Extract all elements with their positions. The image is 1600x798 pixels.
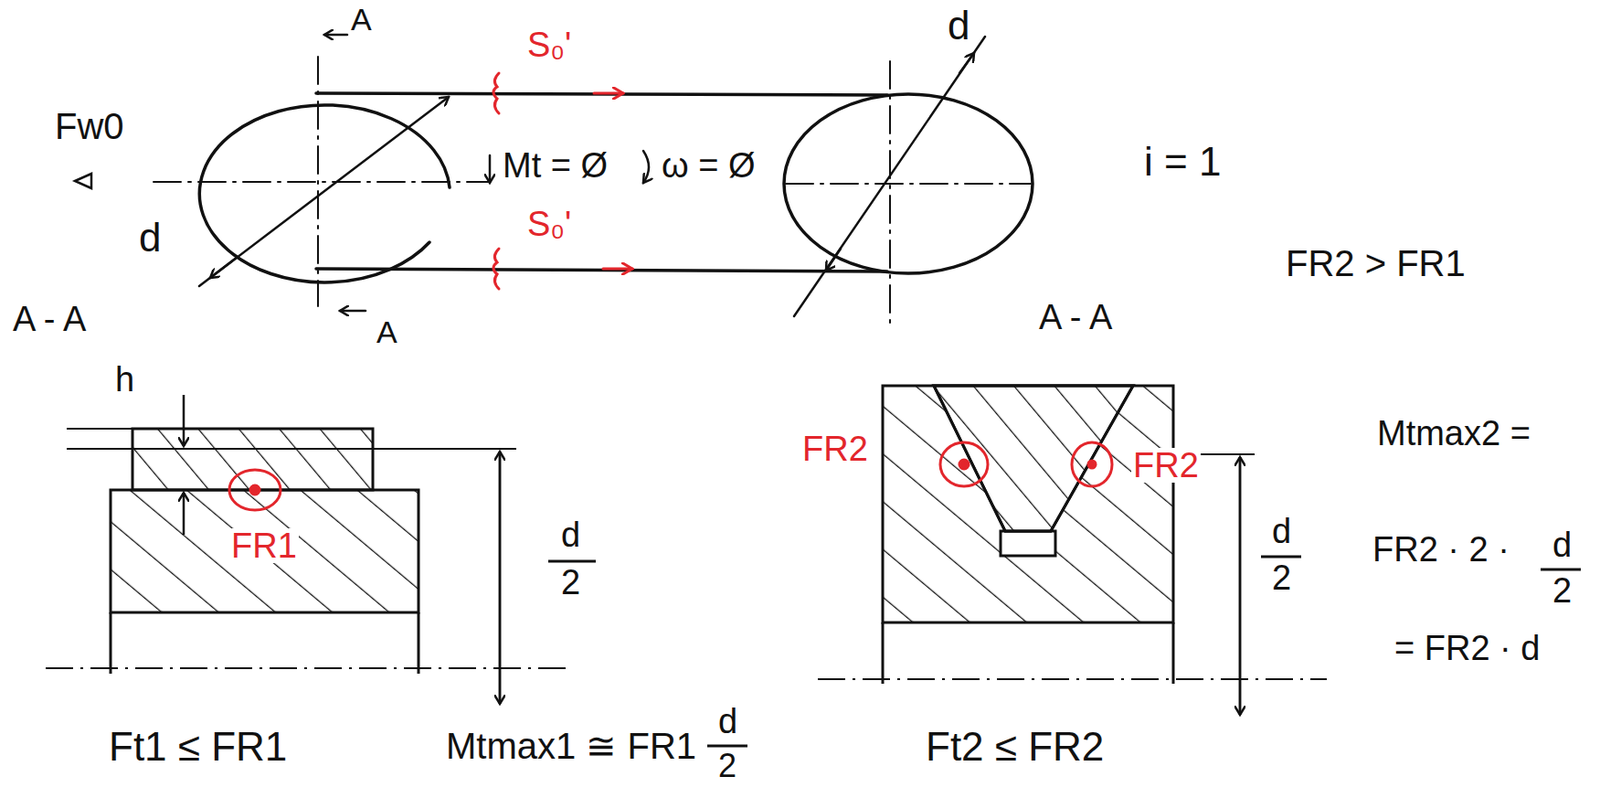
fraction-denominator: 2 [716,749,739,783]
condition-formula: Ft1 ≤ FR1 [106,726,289,767]
right-pulley [784,94,1033,274]
fraction-denominator: 2 [559,564,583,600]
friction-force: FR1 [229,528,299,563]
section-title: A - A [10,301,88,337]
friction-force: FR2 [1131,447,1201,483]
fraction-numerator: d [559,517,583,552]
force-label: Fw0 [52,107,127,145]
fraction-denominator: 2 [1550,572,1574,608]
belt-tension: S₀' [525,27,573,63]
fraction-numerator: d [1550,527,1574,562]
condition-formula: Ft2 ≤ FR2 [923,726,1106,767]
fraction-numerator: d [716,703,740,739]
left-pulley [199,105,450,283]
ratio-label: i = 1 [1142,141,1223,182]
torque-formula: = FR2 · d [1392,630,1542,666]
section-letter: A [374,316,400,348]
fraction-denominator: 2 [1270,560,1293,595]
friction-force: FR2 [800,431,870,467]
torque-formula: Mtmax2 = [1375,415,1533,451]
torque-label: Mt = Ø [500,148,610,183]
section-letter: A [349,3,374,35]
torque-formula: Mtmax1 ≅ FR1 [444,727,699,764]
torque-formula: FR2 · 2 · [1370,531,1512,567]
speed-label: ω = Ø [659,148,758,183]
belt-tension: S₀' [525,206,573,242]
force-relation: FR2 > FR1 [1283,244,1468,282]
section-title: A - A [1037,299,1114,335]
diameter-label: d [137,217,163,258]
thickness-label: h [113,361,137,397]
diameter-label: d [945,5,972,46]
fraction-numerator: d [1270,513,1293,549]
